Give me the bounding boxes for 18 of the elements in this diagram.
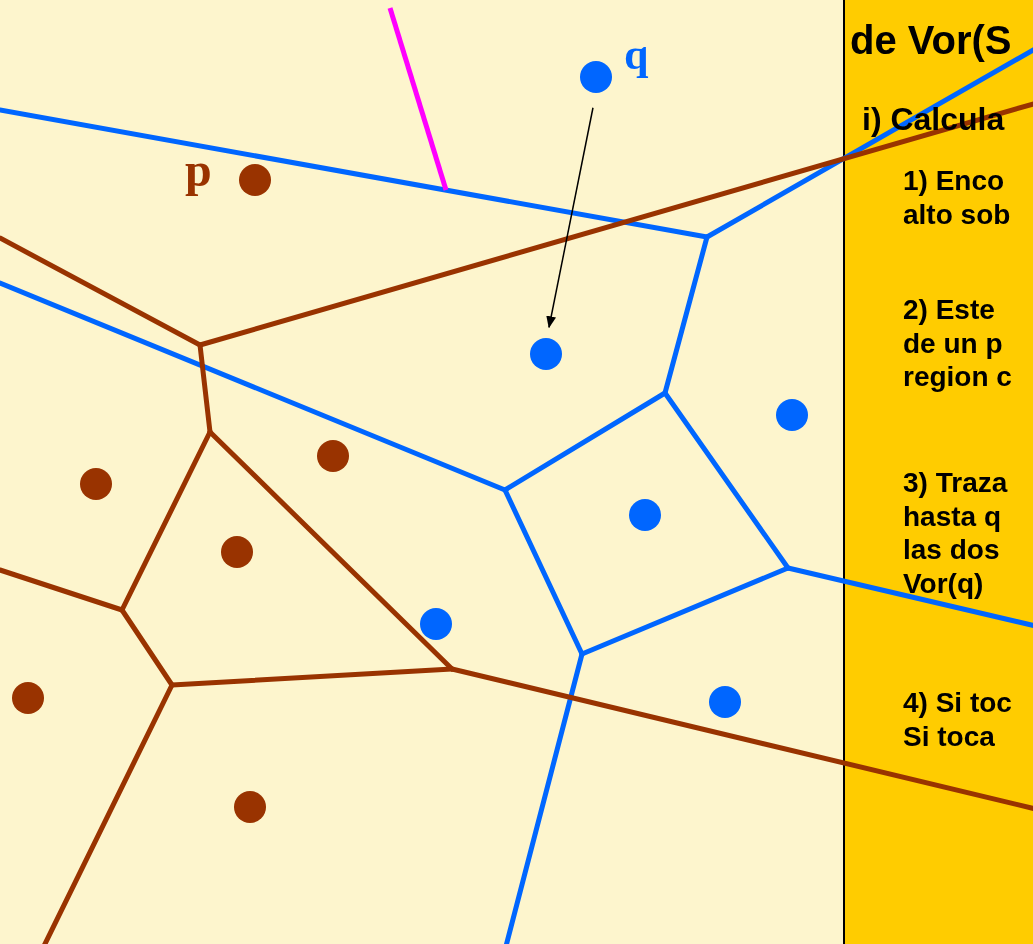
step-text: 2) Este de un p region c xyxy=(903,293,1013,394)
site-point xyxy=(221,536,253,568)
arrow xyxy=(546,107,594,329)
site-point xyxy=(12,682,44,714)
site-point xyxy=(530,338,562,370)
step-text: 1) Enco alto sob xyxy=(903,164,1012,232)
panel-heading: de Vor(S xyxy=(850,17,1012,64)
site-point xyxy=(709,686,741,718)
step-text: 4) Si toc Si toca xyxy=(903,686,1013,754)
site-point xyxy=(234,791,266,823)
point-label: p xyxy=(185,142,212,197)
site-point xyxy=(420,608,452,640)
site-point xyxy=(629,499,661,531)
site-point xyxy=(776,399,808,431)
site-point xyxy=(80,468,112,500)
site-point xyxy=(317,440,349,472)
step-text: 3) Traza hasta q las dos Vor(q) xyxy=(903,466,1009,601)
point-label: q xyxy=(624,29,649,80)
